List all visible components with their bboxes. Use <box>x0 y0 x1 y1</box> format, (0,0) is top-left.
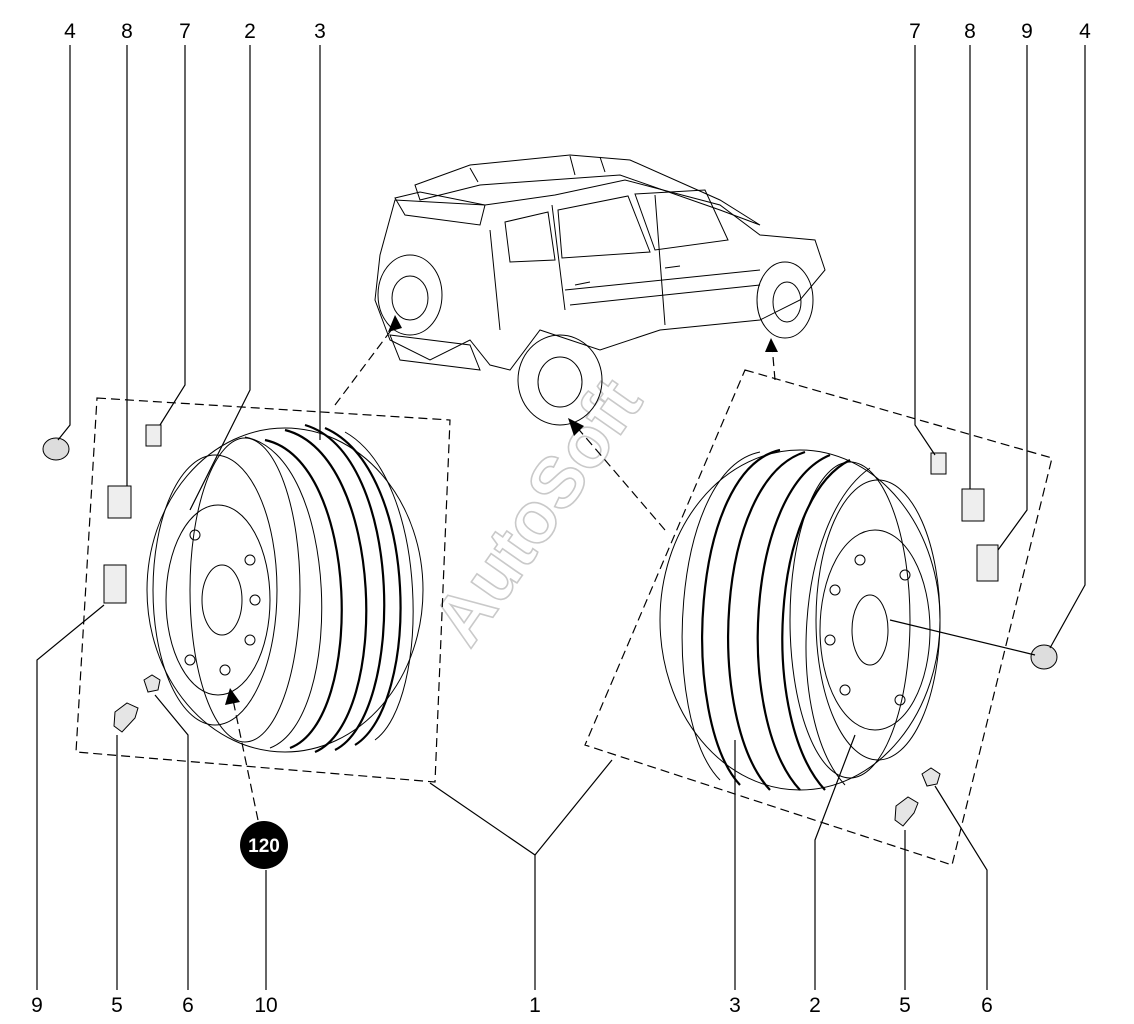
left-valve-cap-6 <box>143 674 161 693</box>
left-balance-weight-9 <box>103 564 127 604</box>
arrow-left-to-spare <box>334 324 396 406</box>
callout-7-right: 7 <box>909 20 921 43</box>
callout-9-right: 9 <box>1021 20 1033 43</box>
callout-1: 1 <box>529 994 541 1017</box>
right-wheel-assembly <box>659 448 941 791</box>
right-wheel-nut-cap <box>1030 644 1058 670</box>
arrow-right-to-rear-wheel <box>574 424 666 531</box>
watermark: AutoSoft <box>418 364 658 659</box>
right-balance-weight-8 <box>961 488 985 522</box>
left-balance-weight-8 <box>107 485 132 519</box>
callout-2-right: 2 <box>809 994 821 1017</box>
callout-5-right: 5 <box>899 994 911 1017</box>
vehicle-illustration <box>374 154 826 426</box>
badge-value: 120 <box>248 836 280 857</box>
callout-8-left: 8 <box>121 20 133 43</box>
right-balance-weight-9 <box>976 544 999 582</box>
callout-4-left: 4 <box>64 20 76 43</box>
left-valve-5 <box>113 702 139 733</box>
callout-9-left: 9 <box>31 994 43 1017</box>
right-valve-cap-6 <box>921 767 941 787</box>
left-balance-weight-7 <box>145 424 162 447</box>
callout-6-right: 6 <box>981 994 993 1017</box>
callout-2-left: 2 <box>244 20 256 43</box>
left-wheel-assembly <box>146 423 424 754</box>
right-balance-weight-7 <box>930 452 947 475</box>
callout-4-right: 4 <box>1079 20 1091 43</box>
left-wheel-nut-cap <box>42 437 70 461</box>
speed-index-badge: 120 <box>240 821 288 869</box>
callout-3-right: 3 <box>729 994 741 1017</box>
callout-5-left: 5 <box>111 994 123 1017</box>
right-group-frame <box>584 369 1053 866</box>
callout-7-left: 7 <box>179 20 191 43</box>
callout-8-right: 8 <box>964 20 976 43</box>
left-group-frame <box>75 397 451 783</box>
callout-3-left: 3 <box>314 20 326 43</box>
callout-10: 10 <box>254 994 277 1017</box>
leader-lines <box>36 45 1086 990</box>
right-valve-5 <box>894 796 919 827</box>
callout-6-left: 6 <box>182 994 194 1017</box>
